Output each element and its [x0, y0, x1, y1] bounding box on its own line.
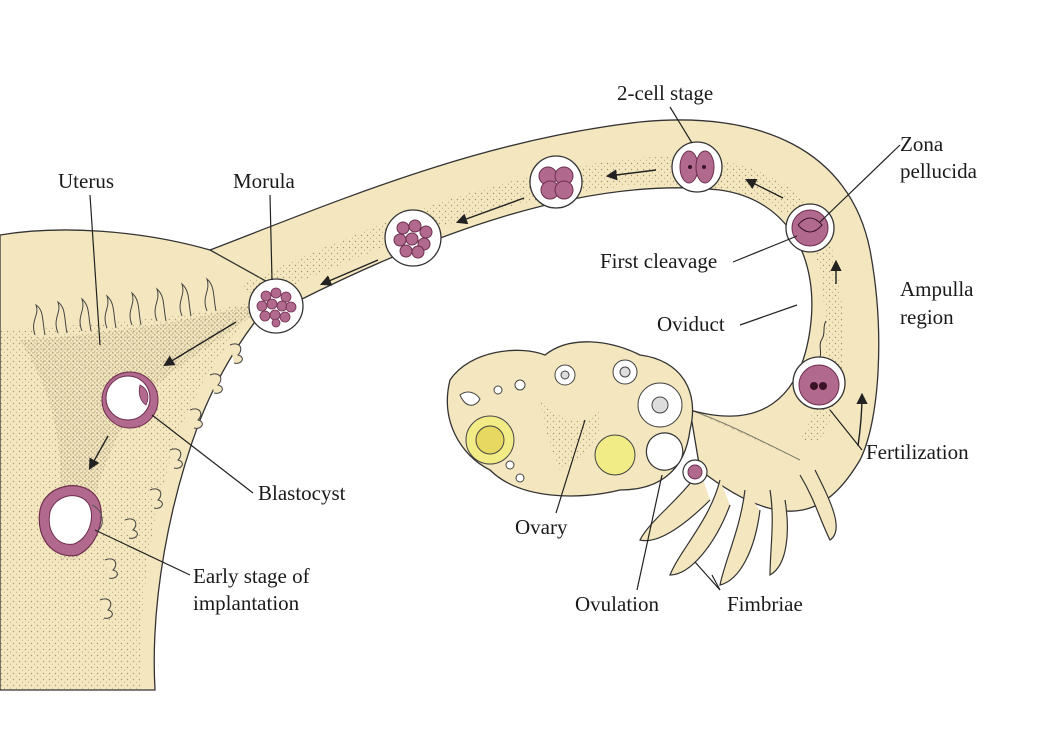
- ovulated-oocyte: [645, 432, 708, 485]
- label-ovulation: Ovulation: [575, 592, 659, 616]
- eight-cell-stage-cell: [384, 209, 442, 267]
- leader-lines: [89, 106, 901, 591]
- blastocyst-cell: [101, 371, 159, 429]
- endometrial-glands: [33, 277, 217, 336]
- two-cell-stage-cell: [671, 141, 723, 193]
- ovarian-follicles: [459, 359, 683, 483]
- morula-cell: [248, 278, 304, 334]
- label-fimbriae: Fimbriae: [727, 592, 803, 616]
- embryo-path-arrows: [88, 169, 868, 470]
- first-cleavage-cell: [785, 203, 835, 253]
- label-blastocyst: Blastocyst: [258, 481, 346, 505]
- label-first-cleavage: First cleavage: [600, 249, 718, 273]
- label-implantation-1: Early stage of: [193, 564, 310, 588]
- label-fertilization: Fertilization: [866, 440, 969, 464]
- label-ampulla-2: region: [900, 305, 954, 329]
- implanting-embryo: [38, 485, 103, 557]
- label-morula: Morula: [233, 169, 295, 193]
- lateral-glands: [99, 343, 243, 619]
- label-implantation-2: implantation: [193, 591, 300, 615]
- label-ovary: Ovary: [515, 515, 568, 539]
- four-cell-stage-cell: [529, 155, 583, 209]
- label-2-cell-stage: 2-cell stage: [617, 81, 714, 105]
- label-oviduct: Oviduct: [657, 312, 725, 336]
- fimbriae-structure: [639, 469, 837, 586]
- label-zona-pellucida-1: Zona: [900, 132, 944, 156]
- fertilization-cell: [792, 320, 846, 410]
- label-ampulla-1: Ampulla: [900, 277, 974, 301]
- label-zona-pellucida-2: pellucida: [900, 159, 977, 183]
- label-uterus: Uterus: [58, 169, 114, 193]
